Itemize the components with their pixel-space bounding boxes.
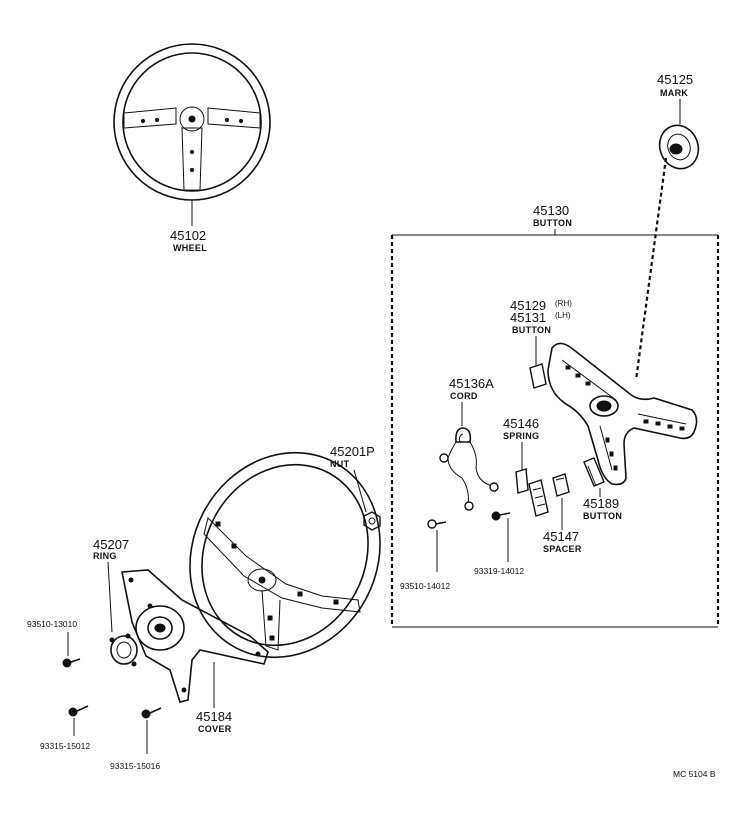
callout-45201P-name: NUT: [330, 459, 350, 469]
callout-93510-14012: 93510-14012: [400, 581, 450, 591]
callout-45130-name: BUTTON: [533, 218, 572, 228]
callout-45136A-name: CORD: [450, 391, 478, 401]
cord-drawing: [439, 427, 499, 511]
wheel-assembly-drawing: [113, 43, 271, 226]
callout-45131-suffix: (LH): [555, 311, 571, 320]
callout-45189-number: 45189: [583, 496, 619, 511]
callout-93510-13010: 93510-13010: [27, 619, 77, 629]
callout-45189-name: BUTTON: [583, 511, 622, 521]
callout-45125-name: MARK: [660, 88, 688, 98]
callout-45125-number: 45125: [657, 72, 693, 87]
screw-93319-14012-drawing: [491, 511, 511, 521]
callout-45131-number: 45131: [510, 310, 546, 325]
steering-wheel-exploded-drawing: [189, 451, 381, 659]
callout-45136A-number: 45136A: [449, 376, 494, 391]
callout-45130-number: 45130: [533, 203, 569, 218]
screw-93510-14012-drawing: [427, 519, 447, 529]
side-button-drawing: [583, 457, 605, 487]
callout-45201P-number: 45201P: [330, 444, 375, 459]
mark-emblem-drawing: [658, 124, 700, 170]
button-pad-drawing: [547, 342, 698, 486]
hub-cover-drawing: [121, 569, 269, 703]
callout-45207-name: RING: [93, 551, 117, 561]
callout-93315-15016: 93315-15016: [110, 761, 160, 771]
callout-93319-14012: 93319-14012: [474, 566, 524, 576]
callout-45184-name: COVER: [198, 724, 232, 734]
button-insert-drawing: [529, 363, 547, 389]
callout-45147-number: 45147: [543, 529, 579, 544]
callout-45147-name: SPACER: [543, 544, 582, 554]
callout-45146-number: 45146: [503, 416, 539, 431]
callout-45131-name: BUTTON: [512, 325, 551, 335]
callout-45102-name: WHEEL: [173, 243, 207, 253]
callout-45184-number: 45184: [196, 709, 232, 724]
screw-93510-13010-drawing: [62, 658, 81, 668]
bolt-93315-15016-drawing: [141, 707, 162, 719]
ring-drawing: [109, 633, 138, 667]
bolt-93315-15012-drawing: [68, 705, 89, 717]
callout-45102-number: 45102: [170, 228, 206, 243]
spacer-drawing: [552, 473, 570, 497]
spring-drawing: [515, 468, 549, 517]
callout-45129-suffix: (RH): [555, 299, 572, 308]
callout-45146-name: SPRING: [503, 431, 539, 441]
callout-93315-15012: 93315-15012: [40, 741, 90, 751]
callout-45207-number: 45207: [93, 537, 129, 552]
callout-45129-number: 45129: [510, 298, 546, 313]
drawing-code: MC 5104 B: [673, 769, 716, 779]
